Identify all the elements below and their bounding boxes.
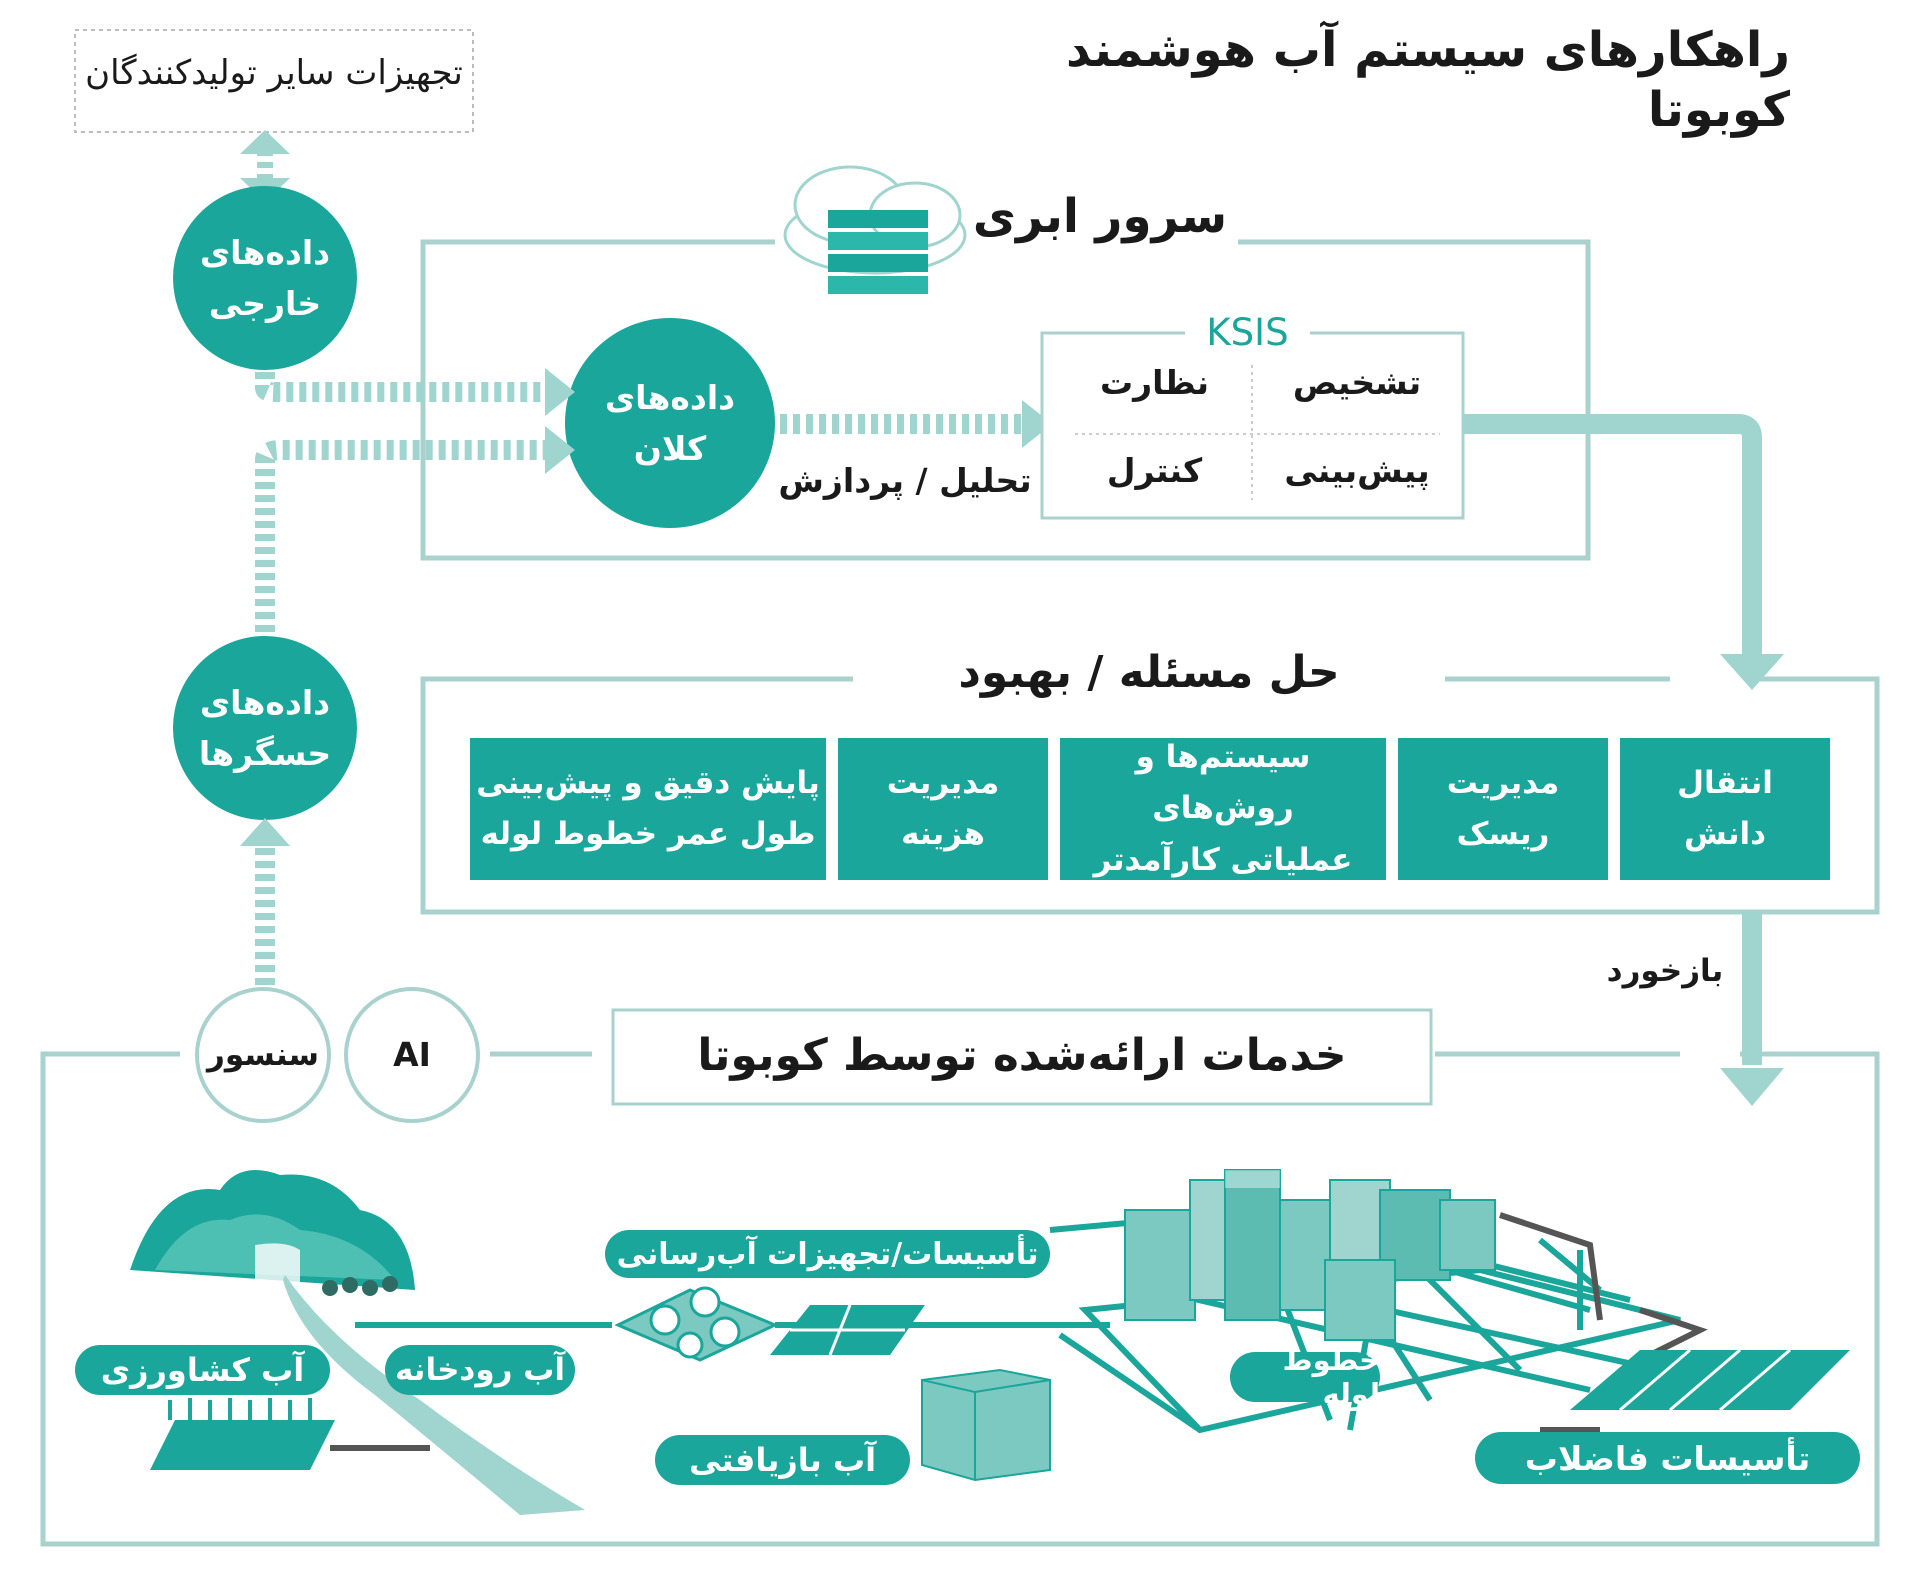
mountain-dam-icon <box>130 1170 415 1296</box>
cloud-frame <box>420 239 1591 561</box>
city-buildings-icon <box>1124 1169 1496 1341</box>
sewage-pill: تأسیسات فاضلاب <box>1475 1432 1860 1484</box>
ksis-item-prediction: پیش‌بینی <box>1284 451 1430 490</box>
ksis-to-solution-arrow <box>1463 414 1784 690</box>
ksis-item-control: کنترل <box>1106 451 1203 490</box>
analysis-label: تحلیل / پردازش <box>778 461 1032 500</box>
page-title: راهکارهای سیستم آب هوشمند کوبوتا <box>1065 22 1790 138</box>
ksis-item-monitoring: نظارت <box>1099 363 1210 402</box>
river-shape <box>283 1275 585 1515</box>
bigdata-to-ksis-arrow <box>780 400 1052 448</box>
ksis-title: KSIS <box>1206 311 1289 354</box>
solution-frame <box>420 676 1880 915</box>
river-water-pill: آب رودخانه <box>385 1345 575 1395</box>
recycled-water-plant-icon <box>921 1368 1051 1482</box>
big-data-label: داده‌های کلان <box>604 377 736 468</box>
external-data-circle <box>173 186 357 370</box>
sensor-to-sensordata-arrow <box>240 818 290 985</box>
solution-title: حل مسئله / بهبود <box>958 647 1340 698</box>
sewage-facility-icon <box>1570 1348 1850 1412</box>
services-title-box <box>611 1008 1433 1106</box>
ksis-box <box>1040 331 1465 520</box>
ai-label: AI <box>393 1035 431 1074</box>
external-data-label: داده‌های خارجی <box>199 232 331 323</box>
feedback-label: بازخورد <box>1606 953 1724 989</box>
services-frame <box>40 1051 1880 1547</box>
big-data-circle <box>565 318 775 528</box>
feedback-arrow <box>1720 912 1784 1106</box>
water-treatment-icon <box>614 1286 925 1362</box>
recycled-water-pill: آب بازیافتی <box>655 1435 910 1485</box>
solution-box-risk: مدیریت ریسک <box>1398 738 1608 880</box>
solution-box-pipeline: پایش دقیق و پیش‌بینی طول عمر خطوط لوله <box>470 738 826 880</box>
agri-water-pill: آب کشاورزی <box>75 1345 330 1395</box>
sensor-data-circle <box>173 636 357 820</box>
solution-box-cost: مدیریت هزینه <box>838 738 1048 880</box>
water-facilities-pill: تأسیسات/تجهیزات آب‌رسانی <box>605 1230 1050 1278</box>
external-to-bigdata-arrow <box>255 368 575 416</box>
sensor-label: سنسور <box>207 1037 319 1073</box>
sensor-circle <box>195 987 331 1123</box>
solution-box-systems: سیستم‌ها و روش‌های عملیاتی کارآمدتر <box>1060 738 1386 880</box>
services-title: خدمات ارائه‌شده توسط کوبوتا <box>697 1030 1347 1081</box>
other-equipment-label: تجهیزات سایر تولیدکنندگان <box>85 53 463 93</box>
cloud-server-icon <box>783 165 967 294</box>
sensor-to-bigdata-arrow <box>255 426 575 632</box>
sensor-data-label: داده‌های حسگرها <box>198 682 332 773</box>
other-equipment-box <box>74 29 474 133</box>
ksis-item-diagnosis: تشخیص <box>1292 363 1422 402</box>
cloud-server-label: سرور ابری <box>972 189 1228 244</box>
farm-icon <box>150 1398 335 1470</box>
ai-circle <box>344 987 480 1123</box>
pipelines-pill: خطوط لوله <box>1230 1343 1380 1411</box>
solution-box-knowledge: انتقال دانش <box>1620 738 1830 880</box>
